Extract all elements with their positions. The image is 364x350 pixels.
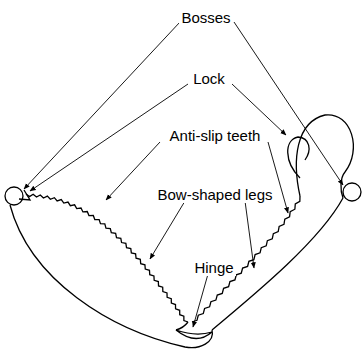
leader-line — [106, 142, 160, 200]
leader-line — [150, 201, 185, 259]
right-boss — [343, 183, 361, 201]
leader-line — [234, 22, 343, 185]
left-leg-inner-teeth — [26, 194, 188, 322]
leader-lines — [24, 22, 343, 327]
leader-line — [193, 274, 208, 327]
guide-path — [192, 196, 300, 322]
right-leg-inner-teeth — [192, 196, 300, 322]
clamp-outline — [5, 115, 361, 348]
guide-path — [26, 194, 188, 322]
lock-hook-tip — [288, 137, 309, 178]
leader-line — [30, 84, 188, 191]
leader-line — [245, 201, 254, 268]
part-label: Bosses — [179, 9, 232, 26]
left-leg-outer — [10, 205, 212, 348]
left-boss — [5, 187, 23, 205]
part-label: Hinge — [192, 259, 235, 276]
part-label: Bow-shaped legs — [155, 186, 274, 203]
part-label: Lock — [191, 70, 227, 87]
hinge-join — [176, 322, 188, 330]
hinge-symbol — [176, 330, 212, 339]
part-label: Anti-slip teeth — [168, 127, 263, 144]
